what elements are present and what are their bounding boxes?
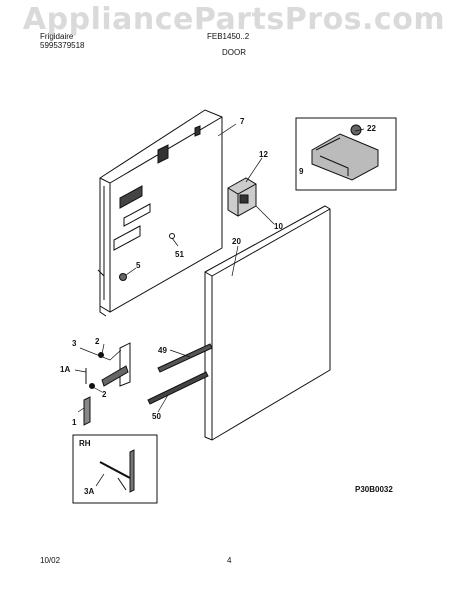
- dispenser-assembly: [227, 177, 257, 217]
- callout-3a: 3A: [84, 487, 94, 496]
- diagram-code: P30B0032: [355, 485, 393, 494]
- publication-number: 5995379518: [40, 41, 85, 50]
- inset-rh-hinge: [72, 434, 158, 504]
- callout-2-upper: 2: [95, 337, 100, 346]
- callout-12: 12: [259, 150, 268, 159]
- model-number: FEB1450..2: [207, 32, 250, 41]
- callout-49: 49: [158, 346, 167, 355]
- callout-10: 10: [274, 222, 283, 231]
- inner-door-panel: [97, 109, 223, 317]
- callout-50: 50: [152, 412, 161, 421]
- leader-lines: [74, 123, 365, 487]
- door-seals: [147, 343, 213, 405]
- callout-5: 5: [136, 261, 141, 270]
- callout-1: 1: [72, 418, 77, 427]
- callout-22: 22: [367, 124, 376, 133]
- section-title: DOOR: [222, 48, 246, 57]
- inset-label-rh: RH: [79, 439, 91, 448]
- brand-text: Frigidaire: [40, 32, 74, 41]
- callout-2-lower: 2: [102, 390, 107, 399]
- callout-51: 51: [175, 250, 184, 259]
- footer-date: 10/02: [40, 556, 61, 565]
- outer-door-panel: [204, 205, 331, 441]
- callout-7: 7: [240, 117, 245, 126]
- callout-1a: 1A: [60, 365, 70, 374]
- callout-9: 9: [299, 167, 304, 176]
- callout-3: 3: [72, 339, 77, 348]
- callout-20: 20: [232, 237, 241, 246]
- hinge-assembly: [83, 342, 131, 426]
- inset-dispenser-detail: [295, 117, 397, 191]
- footer-page-number: 4: [227, 556, 232, 565]
